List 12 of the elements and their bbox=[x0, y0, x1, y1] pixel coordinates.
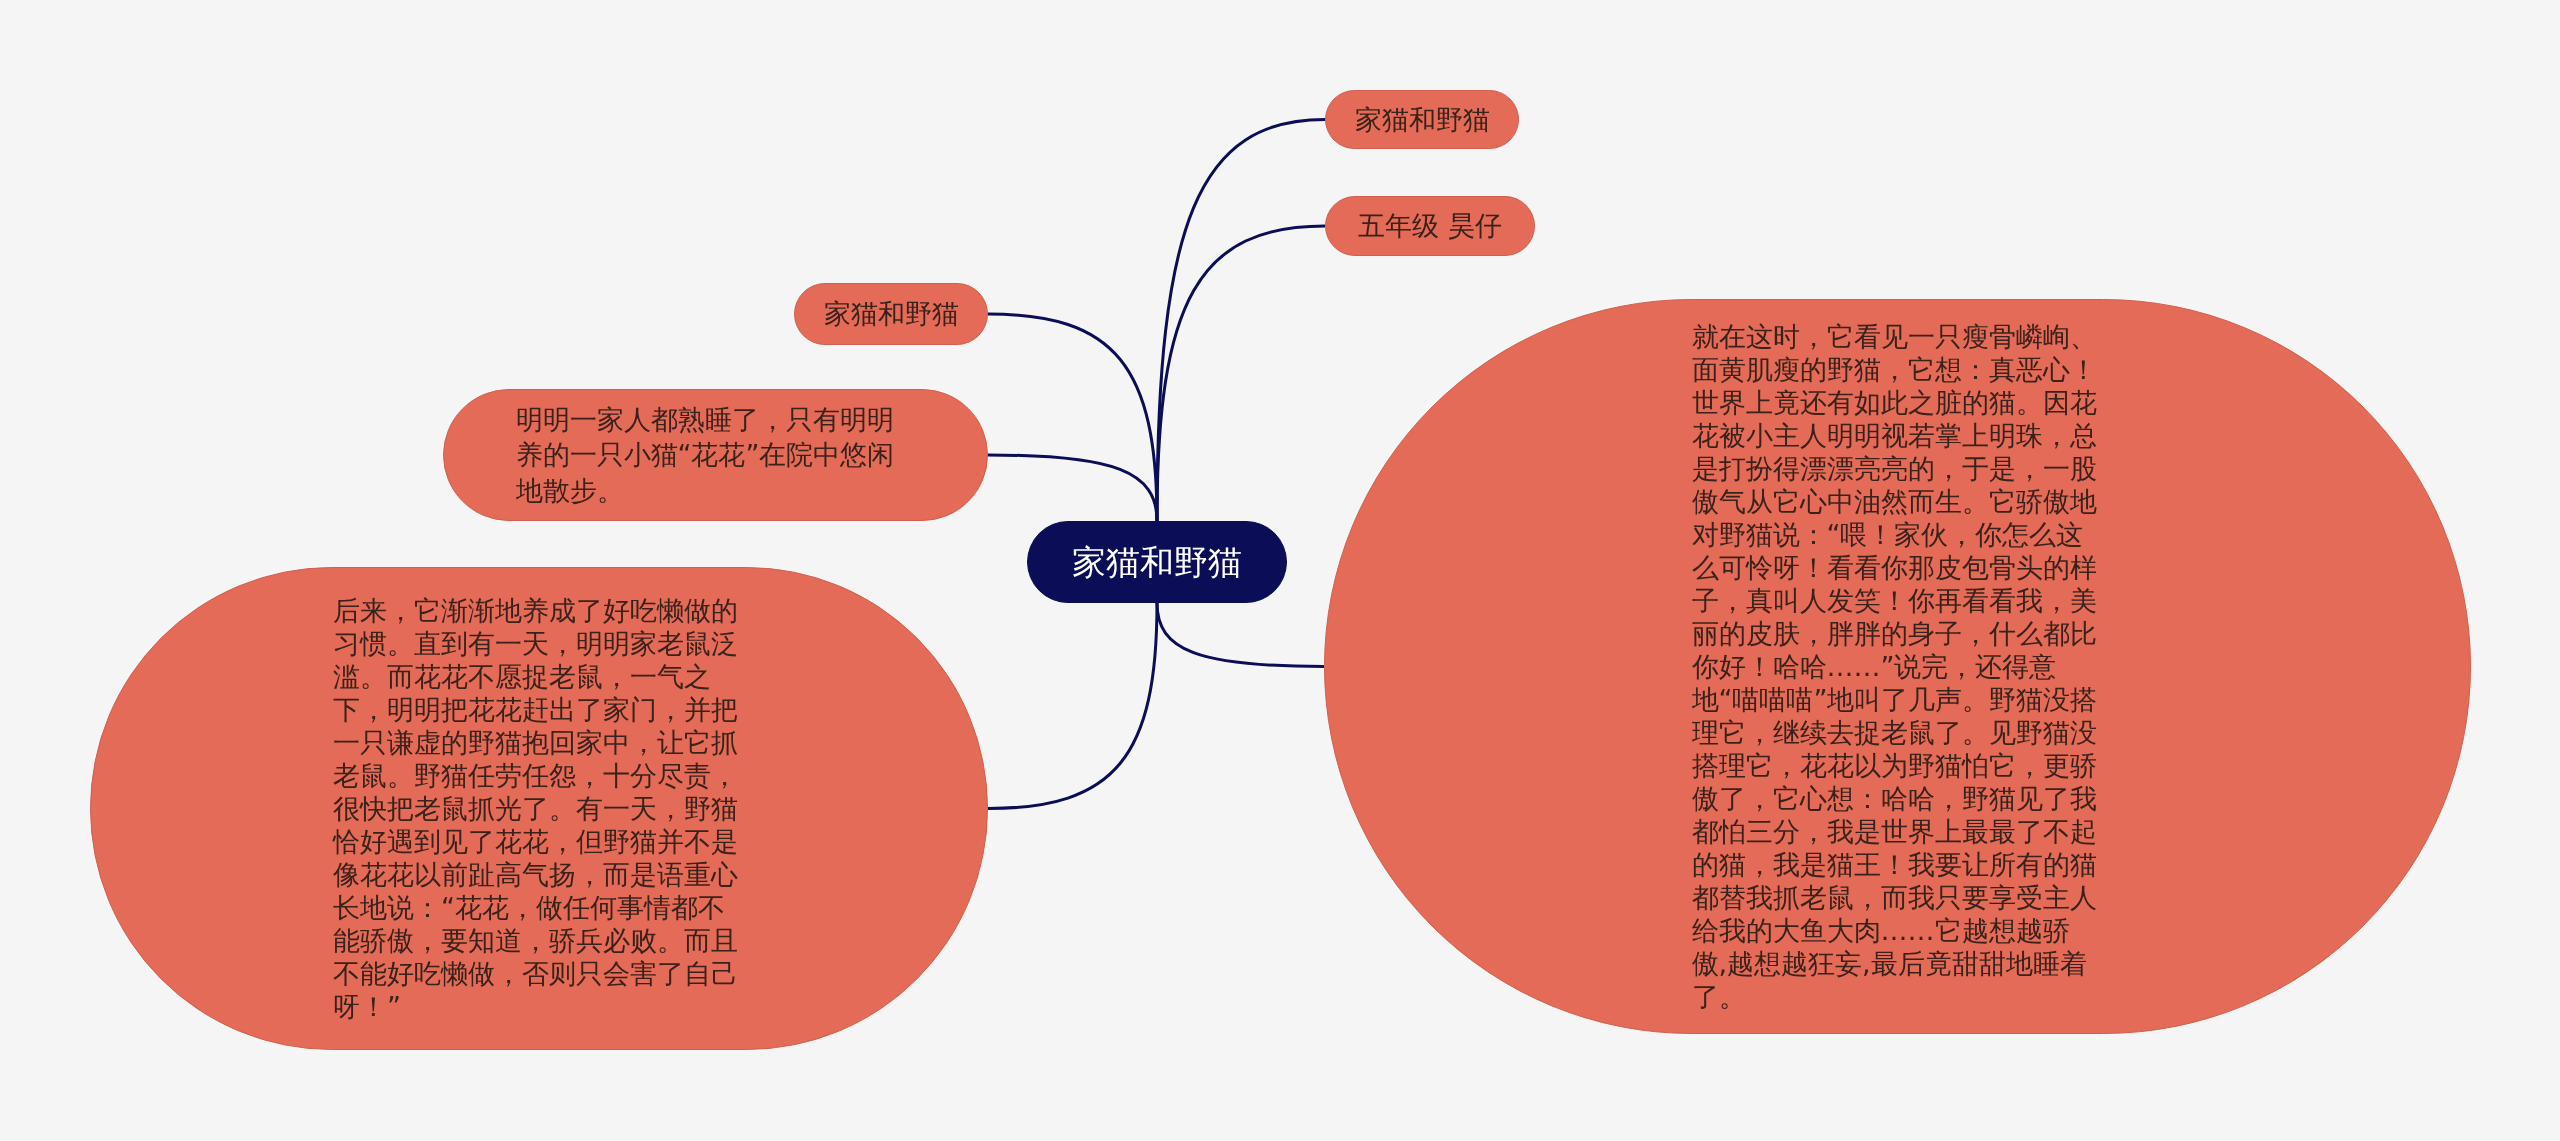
topic-text: 就在这时，它看见一只瘦骨嶙峋、面黄肌瘦的野猫，它想：真恶心！世界上竟还有如此之脏的猫。因花花被小主人明明视若掌上明珠，总是打扮得漂漂亮亮的，于是，一股傲气从它心中油然而生。它骄傲地对野猫说：“喂！家伙，你怎么这么可怜呀！看看你那皮包骨头的样子，真叫人发笑！你再看看我，美丽的皮肤，胖胖的身子，什么都比你好！哈哈……”说完，还得意地“喵喵喵”地叫了几声。野猫没搭理它，继续去捉老鼠了。见野猫没搭理它，花花以为野猫怕它，更骄傲了，它心想：哈哈，野猫见了我都怕三分，我是世界上最最了不起的猫，我是猫王！我要让所有的猫都替我抓老鼠，而我只要享受主人给我的大鱼大肉……它越想越骄傲,越想越狂妄,最后竟甜甜地睡着了。 bbox=[1691, 320, 2099, 1013]
topic-text: 明明一家人都熟睡了，只有明明养的一只小猫“花花”在院中悠闲地散步。 bbox=[515, 403, 896, 508]
connector-line bbox=[1155, 224, 1326, 522]
topic-text: 家猫和野猫 bbox=[823, 297, 959, 332]
connector-line bbox=[987, 602, 1159, 810]
connector-line bbox=[988, 453, 1159, 522]
topic-pill bbox=[1325, 196, 1535, 256]
topic-text: 家猫和野猫 bbox=[1354, 102, 1490, 137]
topic-text: 家猫和野猫 bbox=[1072, 540, 1242, 584]
topic-text: 后来，它渐渐地养成了好吃懒做的习惯。直到有一天，明明家老鼠泛滥。而花花不愿捉老鼠，一气之下，明明把花花赶出了家门，并把一只谦虚的野猫抱回家中，让它抓老鼠。野猫任劳任怨，十分尽责，很快把老鼠抓光了。有一天，野猫恰好遇到见了花花，但野猫并不是像花花以前趾高气扬，而是语重心长地说：“花花，做任何事情都不能骄傲，要知道，骄兵必败。而且不能好吃懒做，否则只会害了自己呀！” bbox=[333, 594, 739, 1023]
topic-text: 五年级 昊仔 bbox=[1358, 209, 1502, 244]
connector-line bbox=[1155, 602, 1324, 668]
